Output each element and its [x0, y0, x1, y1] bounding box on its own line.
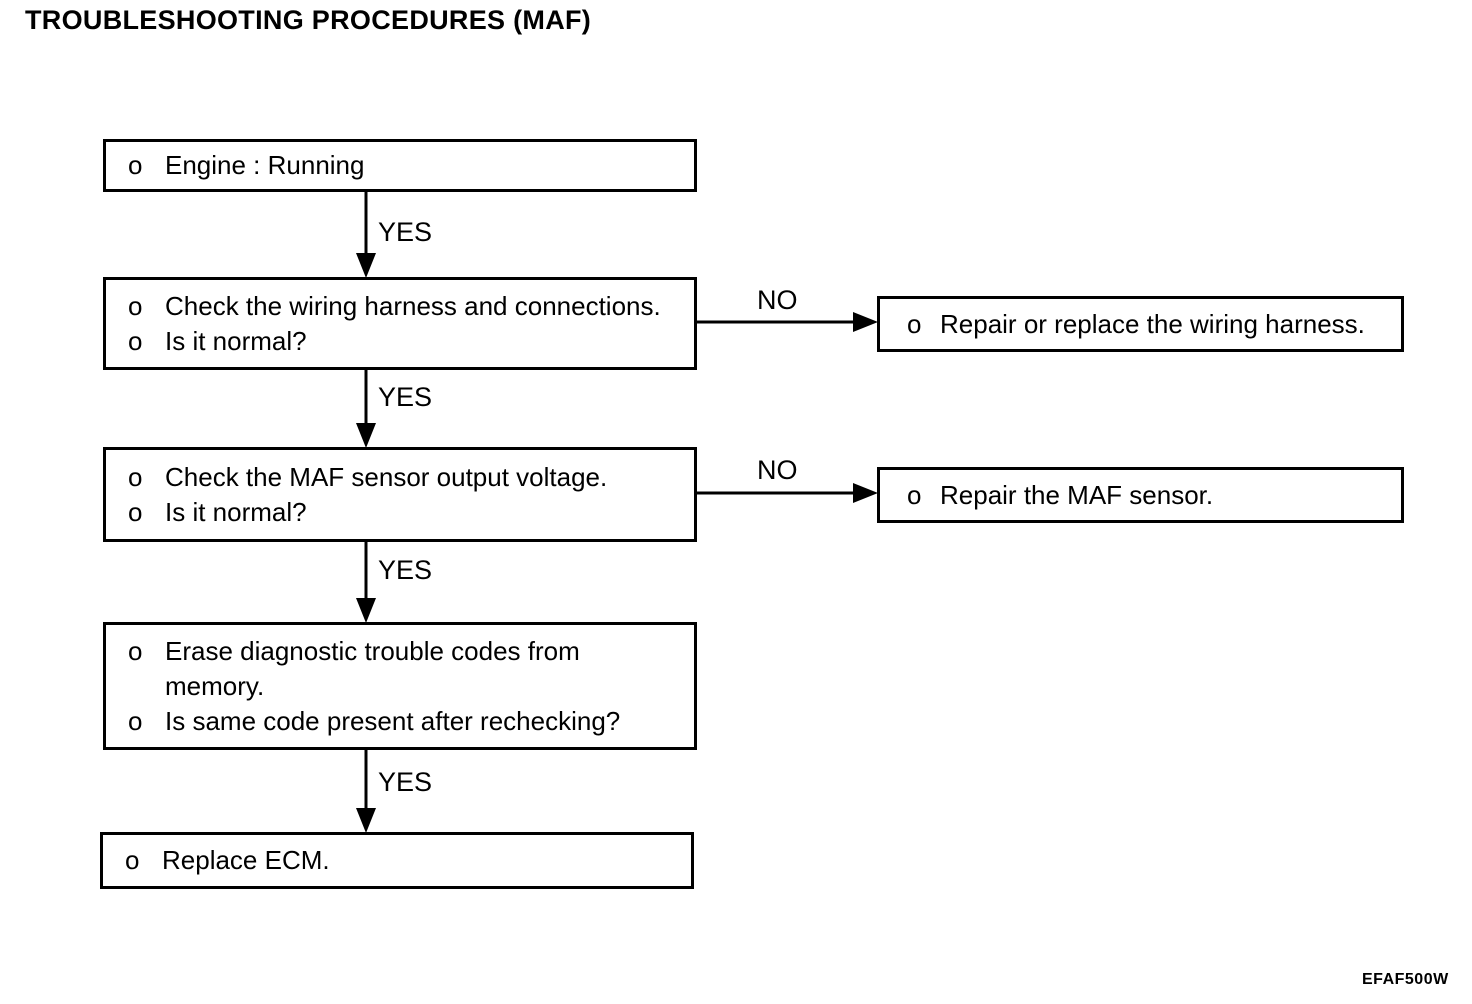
arrow-yes-4-head: [356, 808, 376, 833]
flow-box-line: o Is it normal?: [128, 324, 686, 359]
label-no-1: NO: [757, 285, 798, 315]
page-title: TROUBLESHOOTING PROCEDURES (MAF): [25, 5, 592, 35]
flow-box-text: Is it normal?: [165, 325, 307, 356]
flow-box-check-maf-voltage: o Check the MAF sensor output voltage. o…: [103, 447, 697, 542]
arrow-no-2-head: [853, 483, 878, 503]
bullet-o: o: [128, 461, 143, 492]
arrow-yes-3-head: [356, 598, 376, 623]
bullet-o: o: [907, 479, 922, 510]
flow-box-repair-wiring: o Repair or replace the wiring harness.: [877, 296, 1404, 352]
flow-box-text: Replace ECM.: [162, 845, 330, 875]
label-yes-4: YES: [378, 767, 433, 797]
bullet-o: o: [128, 705, 143, 736]
arrow-no-1-head: [853, 312, 878, 332]
bullet-o: o: [128, 290, 143, 321]
flow-box-replace-ecm: o Replace ECM.: [100, 832, 694, 889]
flow-box-line: o Repair or replace the wiring harness.: [907, 307, 1393, 342]
flow-box-text: Is same code present after rechecking?: [165, 705, 621, 736]
label-yes-2: YES: [378, 382, 433, 412]
flow-box-line: o Check the MAF sensor output voltage.: [128, 460, 686, 495]
bullet-o: o: [907, 308, 922, 339]
arrow-yes-1-head: [356, 253, 376, 278]
flow-box-engine-running: o Engine : Running: [103, 139, 697, 192]
flow-box-erase-codes: o Erase diagnostic trouble codes from me…: [103, 622, 697, 750]
flow-box-line: o Engine : Running: [128, 148, 686, 183]
bullet-o: o: [128, 325, 143, 356]
flow-box-line: o Replace ECM.: [125, 843, 683, 878]
flow-box-text: Check the wiring harness and connections…: [165, 290, 661, 321]
label-no-2: NO: [757, 455, 798, 485]
bullet-o: o: [125, 845, 140, 875]
arrow-yes-2-head: [356, 423, 376, 448]
label-yes-3: YES: [378, 555, 433, 585]
flow-box-line-continuation: memory.: [128, 669, 686, 704]
flow-box-line: o Is same code present after rechecking?: [128, 704, 686, 739]
flow-box-line: o Repair the MAF sensor.: [907, 478, 1393, 513]
flow-box-line: o Check the wiring harness and connectio…: [128, 289, 686, 324]
flow-box-text: Repair or replace the wiring harness.: [940, 308, 1365, 339]
flow-box-text: Erase diagnostic trouble codes from: [165, 635, 580, 666]
bullet-o: o: [128, 635, 143, 666]
flow-box-line: o Is it normal?: [128, 495, 686, 530]
label-yes-1: YES: [378, 217, 433, 247]
flow-box-repair-maf: o Repair the MAF sensor.: [877, 467, 1404, 523]
flow-box-line: o Erase diagnostic trouble codes from: [128, 634, 686, 669]
flow-box-text: Engine : Running: [165, 150, 365, 180]
bullet-o: o: [128, 150, 143, 180]
flow-box-text: Is it normal?: [165, 496, 307, 527]
flow-box-text: memory.: [165, 670, 265, 701]
flow-box-text: Check the MAF sensor output voltage.: [165, 461, 608, 492]
figure-code: EFAF500W: [1362, 971, 1449, 988]
flow-box-check-wiring: o Check the wiring harness and connectio…: [103, 277, 697, 370]
flow-box-text: Repair the MAF sensor.: [940, 479, 1214, 510]
bullet-o: o: [128, 496, 143, 527]
